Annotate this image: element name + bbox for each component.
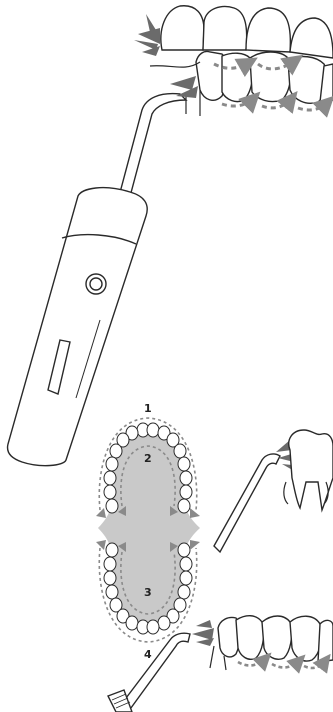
zone-label-2: 2: [144, 452, 152, 465]
dental-arch-map: 1 2 3 4: [96, 402, 200, 661]
zone-label-3: 3: [144, 586, 152, 599]
water-jet-icon: [192, 620, 214, 646]
irrigator-nozzle: [214, 454, 280, 552]
irrigator-nozzle-tip: [118, 94, 186, 204]
gum-left: [284, 482, 288, 504]
molar-cleaning-illustration: [214, 430, 333, 552]
irrigator-nozzle-bottom: [120, 633, 190, 712]
zone-label-1: 1: [144, 402, 152, 415]
water-jet-icon: [134, 14, 160, 56]
oral-irrigator-icon: [8, 188, 148, 466]
gum-line-top: [150, 62, 200, 67]
teeth-row-bottom: [218, 616, 333, 662]
molar-tooth: [289, 430, 333, 510]
teeth-closeup-top: [161, 6, 333, 104]
zone-label-4: 4: [144, 648, 152, 661]
